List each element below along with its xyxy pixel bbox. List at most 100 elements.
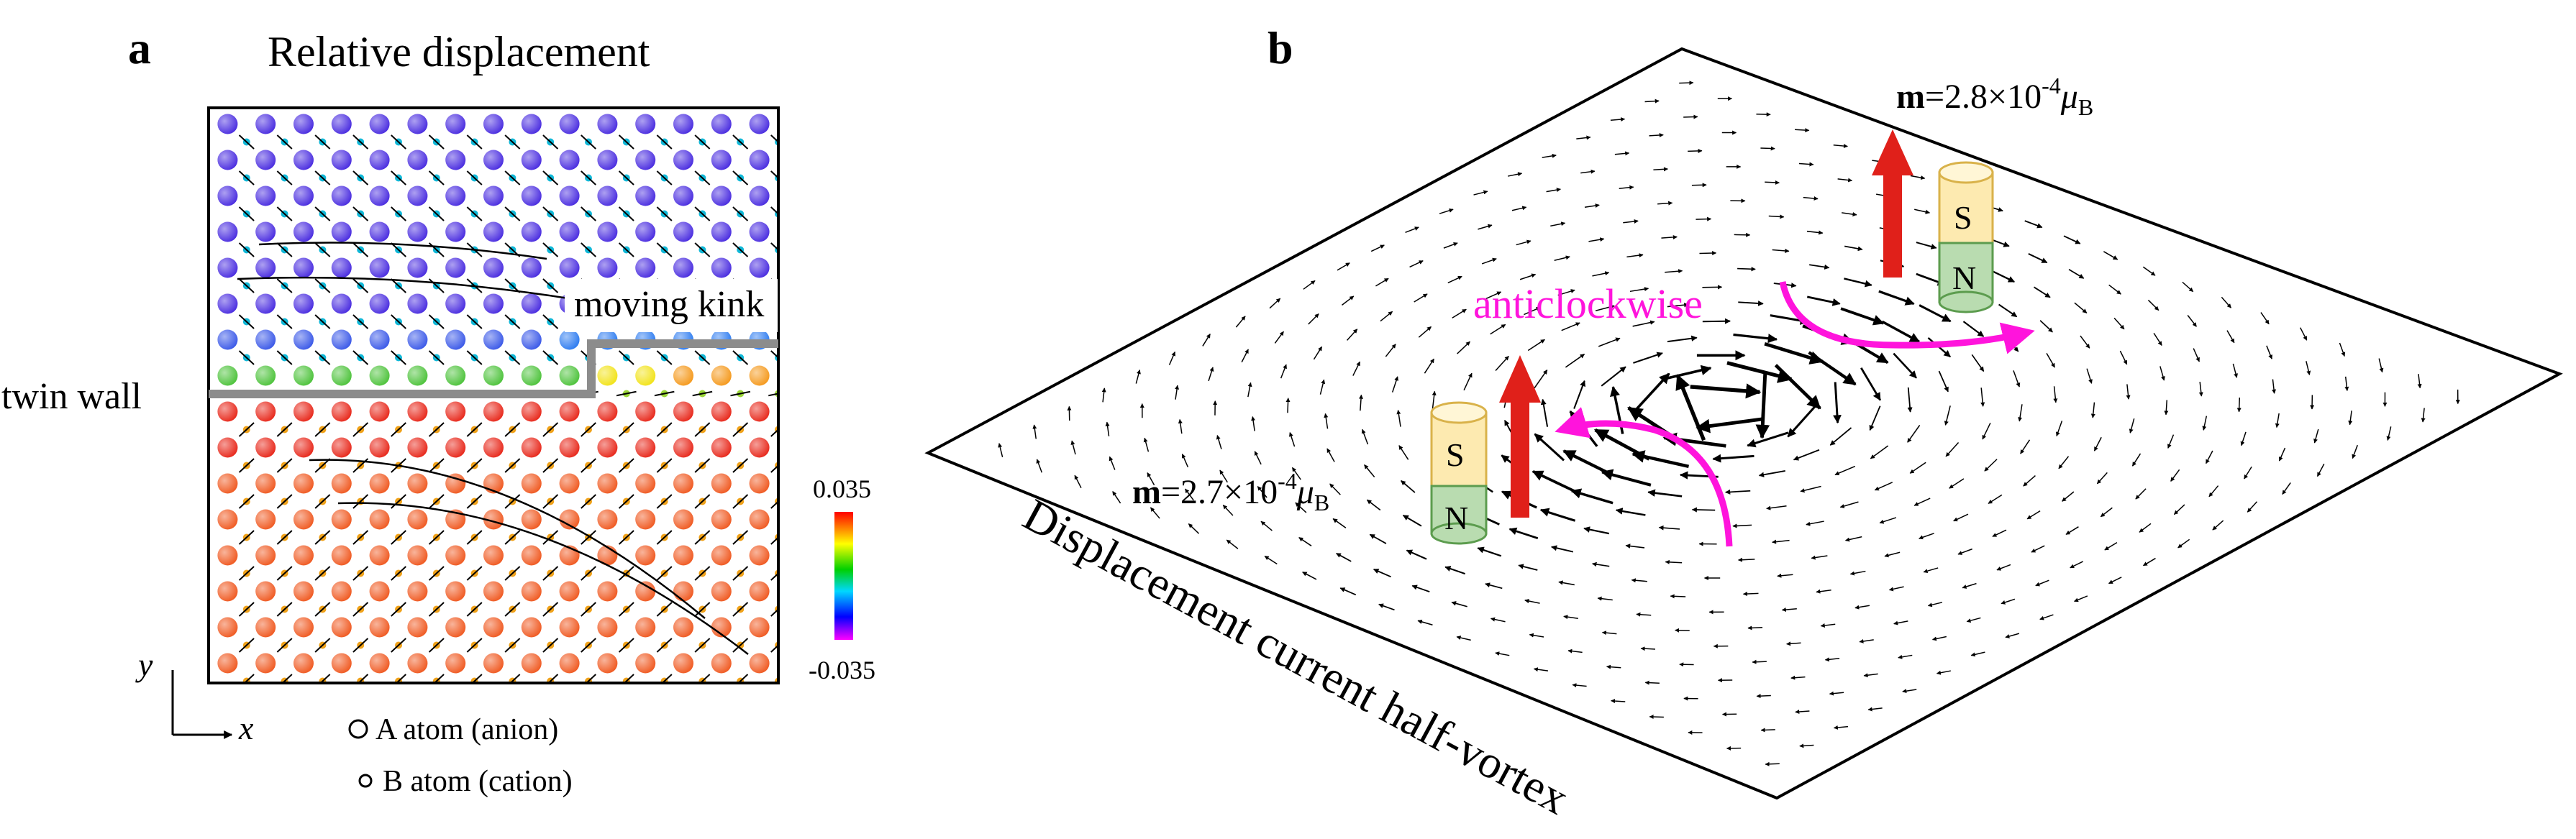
field-vector [2232,363,2238,378]
a-atom-shade [711,473,732,494]
a-atom-shade [445,437,466,458]
field-vector [1432,390,1437,409]
field-vector [1738,301,1764,306]
displacement-arrow [770,572,778,581]
field-vector [2236,397,2242,413]
a-atom-shade [293,473,314,494]
a-atom-shade [407,114,428,134]
field-vector [1844,245,1863,252]
a-atom-shade [635,365,656,386]
displacement-arrow [314,530,331,545]
a-atom-shade [445,365,466,386]
a-atom-shade [711,257,732,278]
displacement-arrow [732,242,749,257]
field-vector [1308,313,1319,325]
field-vector [1495,651,1510,656]
displacement-arrow [732,170,749,185]
displacement-arrow [509,674,521,683]
field-vector [1534,433,1565,462]
field-vector [2001,598,2016,605]
moment-arrow-bottom [1499,355,1541,518]
a-atom-shade [445,401,466,422]
field-vector [1524,598,1540,604]
field-vector [1595,304,1615,311]
a-atom-shade [673,221,693,242]
displacement-arrow [428,170,445,185]
a-atom-shade [217,401,238,422]
displacement-arrow [466,494,483,509]
a-atom-shade [445,653,466,674]
field-vector [1336,552,1352,562]
a-atom-shade [597,653,618,674]
a-atom-shade [483,293,504,314]
a-atom-shade [673,473,693,494]
field-vector [1443,242,1458,249]
field-vector [1235,316,1246,328]
field-vector [2080,335,2090,349]
a-atom-shade [559,581,580,602]
displacement-arrow [352,350,369,365]
field-vector [1803,196,1819,201]
a-atom-shade [331,293,352,314]
displacement-arrow [656,494,673,509]
a-atom-shade [255,221,276,242]
field-vector [1996,564,2011,571]
displacement-arrow [694,242,711,257]
a-atom-shade [559,653,580,674]
displacement-arrow [694,494,711,509]
displacement-arrow [504,530,521,545]
a-atom-shade [521,221,542,242]
field-vector [2086,368,2093,384]
a-atom-shade [445,114,466,134]
field-vector [2240,431,2247,446]
field-vector [1962,321,1985,337]
field-vector [2100,507,2113,518]
a-atom-shade [559,221,580,242]
displacement-arrow [542,638,559,653]
field-vector [1518,564,1538,571]
displacement-arrow [770,608,778,617]
field-vector [1329,483,1341,495]
field-vector [1874,482,1893,491]
field-vector [1143,437,1150,452]
a-atom-shade [635,653,656,674]
field-vector [1647,489,1683,498]
displacement-arrow [581,242,596,257]
a-atom-shade [521,617,542,638]
field-vector [1478,224,1493,230]
field-vector [1226,539,1239,549]
field-vector [2198,382,2203,397]
field-vector [1833,144,1848,149]
field-vector [1291,467,1301,480]
a-atom-shade [331,365,352,386]
a-atom-shade [521,329,542,350]
field-vector [1834,465,1856,476]
displacement-arrow [504,134,521,150]
field-vector [2104,542,2118,551]
a-atom-shade [483,150,504,170]
field-vector [2126,384,2131,400]
displacement-arrow [581,206,596,221]
a-atom-shade [749,545,770,566]
field-vector [1534,370,1548,389]
field-vector [1806,521,1824,526]
displacement-arrow [314,422,331,437]
a-atom-shade [521,653,542,674]
displacement-arrow [732,530,749,545]
field-vector [2142,557,2156,567]
displacement-arrow [276,278,293,293]
a-atom-shade [635,437,656,458]
displacement-arrow [276,458,293,473]
field-vector [1495,355,1509,371]
displacement-arrow [694,458,711,473]
displacement-arrow [618,566,634,581]
displacement-arrow [466,314,483,329]
field-vector [1970,651,1985,657]
field-vector [1409,260,1424,268]
field-vector [1884,551,1901,558]
field-vector [1070,440,1076,455]
displacement-arrow [238,206,255,221]
a-atom-shade [597,473,618,494]
a-atom-shade [711,365,732,386]
field-vector [1378,603,1395,611]
